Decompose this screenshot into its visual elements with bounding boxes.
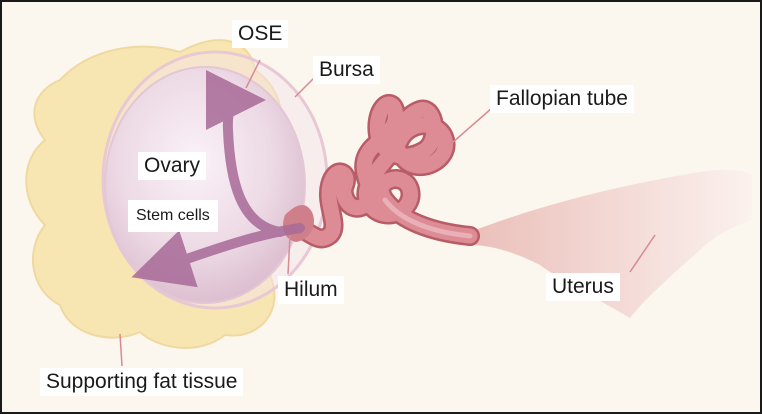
hilum-label: Hilum [278,276,344,304]
bursa-label: Bursa [313,56,380,84]
supporting-fat-tissue-label: Supporting fat tissue [40,368,243,396]
fallopian-tube-label: Fallopian tube [490,85,634,113]
ovary-label: Ovary [138,152,206,180]
uterus-label: Uterus [546,273,620,301]
ose-label: OSE [232,20,288,48]
stem-cells-label: Stem cells [128,200,218,232]
ovary-shape [105,67,305,303]
fallopian-tube-shape [300,104,470,238]
